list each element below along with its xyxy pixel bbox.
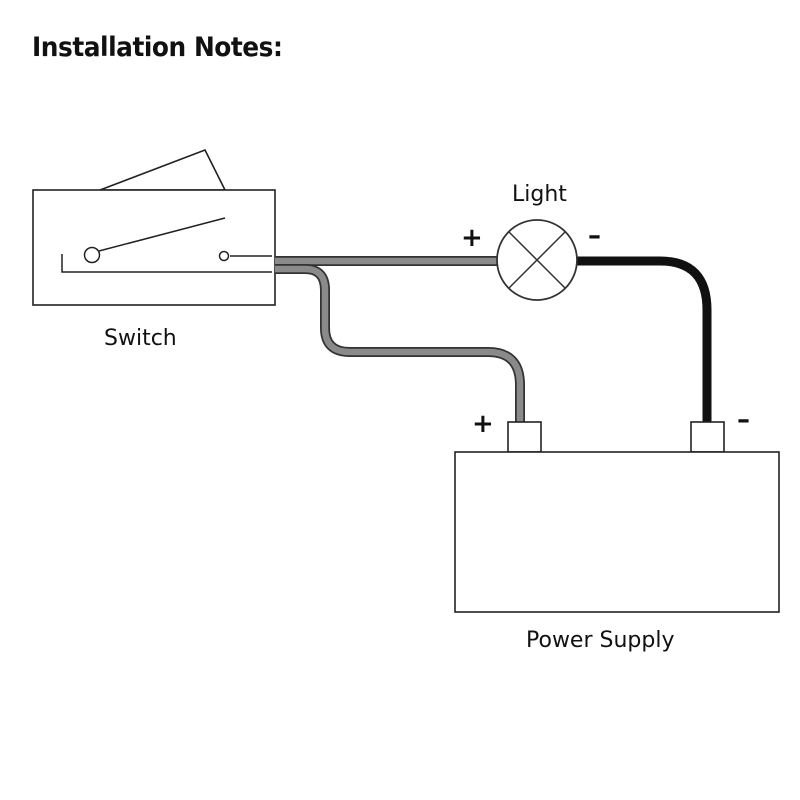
battery-body — [454, 451, 780, 613]
negative-terminal — [690, 421, 725, 453]
wire-light-to-supply — [576, 256, 712, 422]
switch — [32, 148, 276, 306]
switch-rocker-flap — [99, 148, 227, 191]
light-negative-sign: – — [588, 221, 601, 251]
supply-negative-sign: – — [737, 405, 750, 435]
power-supply-label: Power Supply — [526, 628, 674, 653]
switch-internal-line — [61, 254, 272, 273]
light-bulb — [496, 219, 578, 301]
supply-positive-sign: + — [472, 409, 494, 439]
wire-switch-to-supply — [275, 264, 525, 422]
switch-contact — [218, 250, 230, 262]
page-title: Installation Notes: — [32, 32, 283, 63]
light-positive-sign: + — [461, 223, 483, 253]
light-label: Light — [512, 182, 567, 207]
switch-label: Switch — [104, 326, 177, 351]
power-supply — [454, 421, 780, 613]
switch-body — [32, 189, 276, 306]
switch-pivot — [83, 246, 101, 264]
lamp-cross-b — [508, 231, 566, 289]
positive-terminal — [507, 421, 542, 453]
switch-lever — [98, 217, 226, 252]
